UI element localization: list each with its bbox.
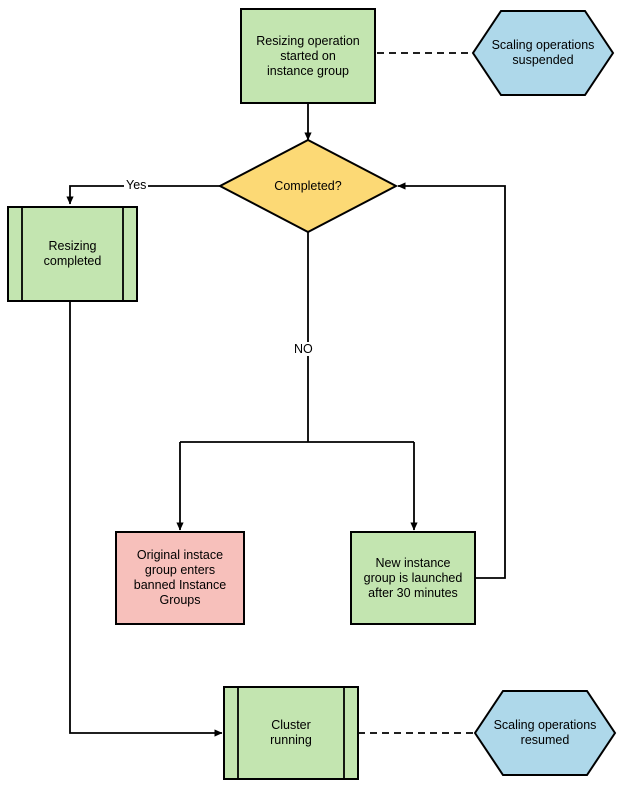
node-scaling-resumed[interactable] (473, 690, 617, 776)
edge-resizing-completed-to-cluster (69, 301, 223, 737)
node-resizing-started[interactable] (240, 8, 376, 104)
node-completed-decision[interactable] (217, 138, 399, 234)
node-new-group-launched[interactable] (350, 531, 476, 625)
node-resizing-completed[interactable] (7, 206, 138, 302)
edge-label-no: NO (292, 342, 315, 356)
node-original-group-banned[interactable] (115, 531, 245, 625)
edge-label-yes: Yes (124, 178, 149, 192)
node-cluster-running[interactable] (223, 686, 359, 780)
node-scaling-suspended[interactable] (471, 10, 615, 96)
edge-layer (66, 52, 506, 737)
node-layer (7, 8, 617, 780)
edge-decision-to-resizing-completed (66, 185, 224, 205)
edge-new-group-to-decision (397, 182, 506, 579)
